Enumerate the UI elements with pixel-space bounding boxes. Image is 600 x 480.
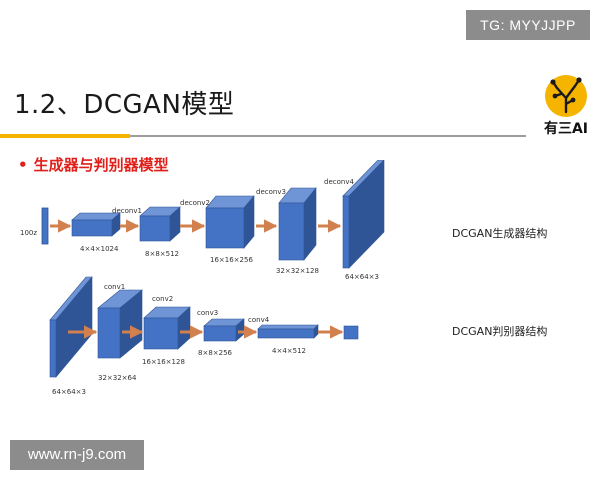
logo-text: 有三AI	[543, 121, 589, 137]
generator-layer-size: 32×32×128	[276, 267, 319, 275]
section-subtitle: • 生成器与判别器模型	[18, 154, 169, 175]
slide-title: 1.2、DCGAN模型	[14, 90, 235, 120]
watermark-telegram: TG: MYYJJPP	[466, 10, 590, 40]
generator-input-block	[41, 207, 49, 245]
discriminator-input-block	[49, 276, 93, 378]
watermark-website: www.rn-j9.com	[10, 440, 144, 470]
discriminator-layer-name: conv4	[248, 316, 270, 324]
subtitle-text: 生成器与判别器模型	[33, 156, 169, 174]
discriminator-output-block	[343, 325, 359, 340]
discriminator-layer-block	[97, 289, 143, 359]
generator-network: 100z 4×4×1024 deconv1 8×8×512	[20, 160, 385, 281]
generator-layer-block	[342, 160, 385, 269]
generator-layer-name: deconv4	[324, 178, 354, 186]
discriminator-layer-size: 32×32×64	[98, 374, 137, 382]
generator-layer-block	[139, 206, 181, 242]
discriminator-layer-name: conv1	[104, 283, 125, 291]
generator-layer-size: 4×4×1024	[80, 245, 119, 253]
generator-input-label: 100z	[20, 229, 37, 237]
discriminator-layer-block	[143, 306, 191, 350]
generator-layer-block	[278, 187, 317, 261]
discriminator-layer-name: conv3	[197, 309, 218, 317]
dcgan-diagram: 100z 4×4×1024 deconv1 8×8×512	[20, 160, 385, 396]
subtitle-bullet: •	[18, 156, 28, 174]
discriminator-layer-name: conv2	[152, 295, 173, 303]
discriminator-structure-label: DCGAN判别器结构	[452, 325, 548, 338]
generator-layer-size: 8×8×512	[145, 250, 179, 258]
generator-layer-name: deconv2	[180, 199, 210, 207]
discriminator-layer-block	[203, 318, 245, 342]
generator-layer-size: 64×64×3	[345, 273, 379, 281]
discriminator-layer-block	[257, 324, 319, 339]
discriminator-network: 64×64×3 conv1 32×32×64 conv2 16×16×128	[49, 276, 359, 396]
brain-circuit-icon	[545, 75, 587, 117]
title-underline	[130, 135, 526, 137]
generator-layer-name: deconv1	[112, 207, 142, 215]
generator-structure-label: DCGAN生成器结构	[452, 227, 548, 240]
generator-layer-block	[205, 195, 255, 249]
discriminator-layer-size: 16×16×128	[142, 358, 185, 366]
title-accent-rule	[0, 134, 130, 138]
discriminator-layer-size: 4×4×512	[272, 347, 306, 355]
discriminator-layer-size: 8×8×256	[198, 349, 233, 357]
generator-layer-size: 16×16×256	[210, 256, 253, 264]
generator-layer-name: deconv3	[256, 188, 286, 196]
discriminator-input-size: 64×64×3	[52, 388, 86, 396]
generator-layer-block	[71, 212, 121, 237]
